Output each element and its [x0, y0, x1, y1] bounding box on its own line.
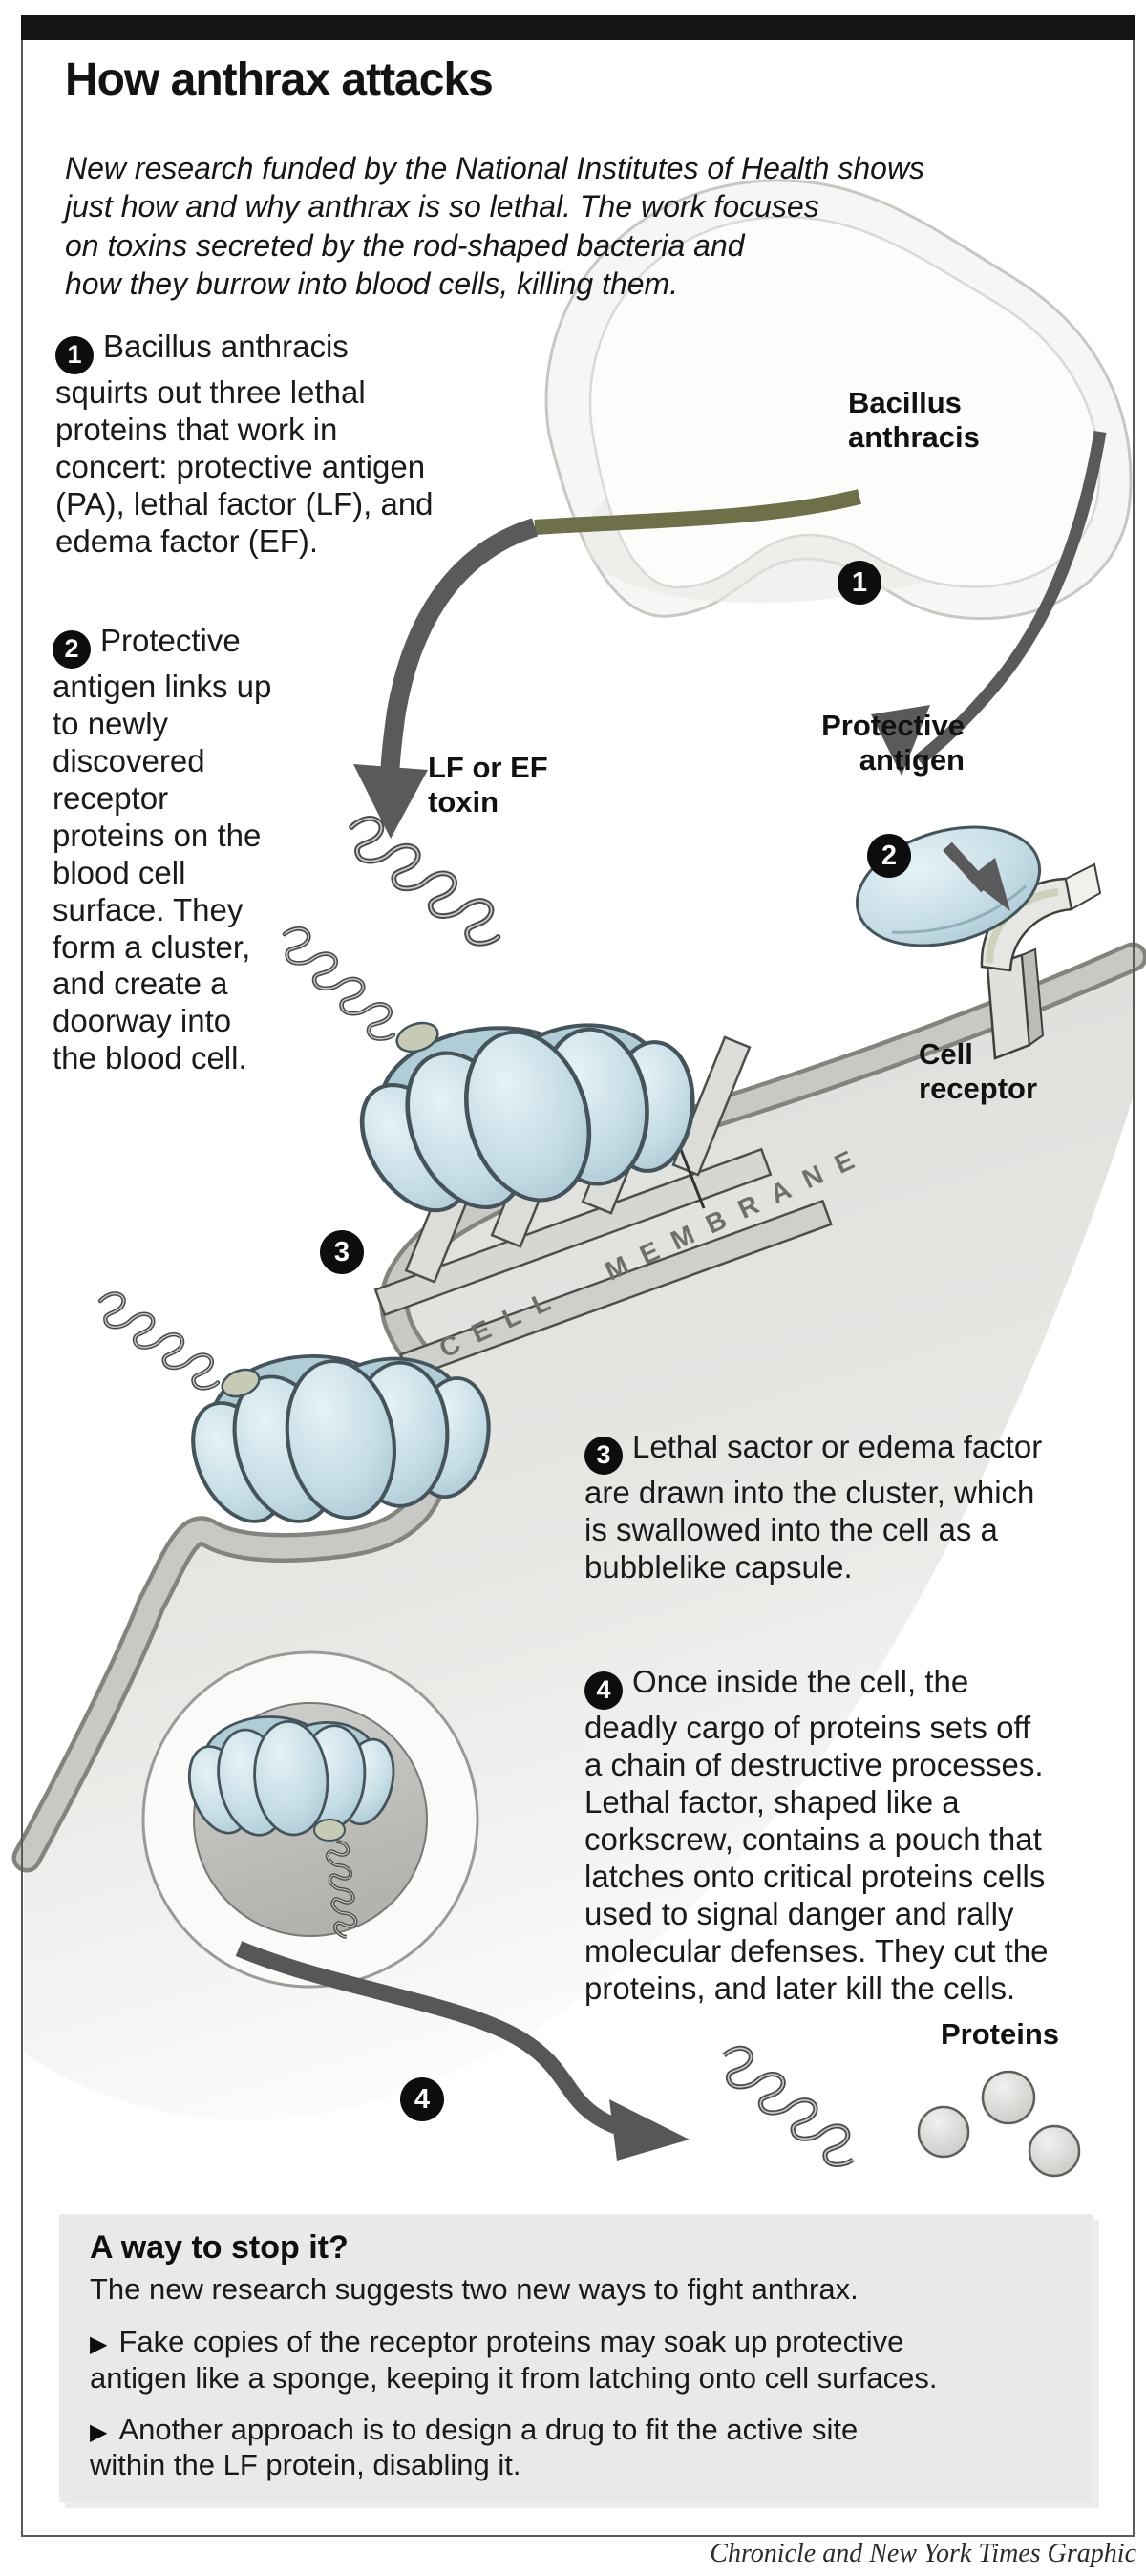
bullet-triangle-icon: ▶ — [90, 2331, 108, 2357]
stop-box-bullet-2: ▶Another approach is to design a drug to… — [90, 2412, 1067, 2484]
label-bacillus-anthracis: Bacillus anthracis — [848, 386, 980, 454]
toxin-secretion-arrow — [353, 489, 861, 839]
marker-2: 2 — [867, 834, 911, 878]
bubblelike-capsule — [141, 1650, 479, 1989]
step-2-body: Protective antigen links up to newly dis… — [53, 623, 272, 1076]
release-arrow — [235, 1941, 690, 2161]
corkscrew-toxins — [93, 816, 512, 1398]
label-cell-receptor: Cell receptor — [919, 1037, 1038, 1105]
step-3-body: Lethal sactor or edema factor are drawn … — [584, 1429, 1043, 1585]
label-proteins: Proteins — [941, 2017, 1060, 2051]
page-title: How anthrax attacks — [65, 54, 494, 105]
label-lf-ef-toxin: LF or EF toxin — [428, 751, 548, 819]
stop-box-intro: The new research suggests two new ways t… — [90, 2272, 859, 2306]
protective-antigen-arrow — [871, 430, 1107, 776]
step-2-number-badge: 2 — [53, 629, 91, 669]
marker-3: 3 — [320, 1230, 364, 1274]
step-3-number-badge: 3 — [584, 1436, 623, 1475]
stop-box-heading: A way to stop it? — [90, 2229, 349, 2266]
marker-1: 1 — [838, 561, 881, 605]
bacillus-anthracis-cell — [544, 179, 1133, 621]
step-4-number-badge: 4 — [584, 1671, 623, 1710]
cell-receptor-shape — [980, 862, 1102, 1060]
intro-text: New research funded by the National Inst… — [65, 151, 925, 301]
stop-box-bullet-1: ▶Fake copies of the receptor proteins ma… — [90, 2324, 1067, 2396]
step-4-body: Once inside the cell, the deadly cargo o… — [584, 1664, 1049, 2006]
stop-box-bullet-1-text: Fake copies of the receptor proteins may… — [90, 2325, 938, 2395]
way-to-stop-it-box: A way to stop it? The new research sugge… — [59, 2214, 1093, 2502]
step-1-number-badge: 1 — [55, 335, 94, 374]
marker-4: 4 — [400, 2077, 444, 2121]
step-1-body: Bacillus anthracis squirts out three let… — [55, 329, 434, 559]
top-black-bar — [21, 15, 1135, 40]
bullet-triangle-icon: ▶ — [90, 2418, 108, 2445]
protein-circles — [917, 2070, 1081, 2178]
credit-line: Chronicle and New York Times Graphic — [710, 2539, 1136, 2568]
antigen-to-receptor-arrow — [943, 841, 1010, 911]
stop-box-bullet-2-text: Another approach is to design a drug to … — [90, 2412, 859, 2482]
label-protective-antigen: Protective antigen — [821, 709, 965, 777]
